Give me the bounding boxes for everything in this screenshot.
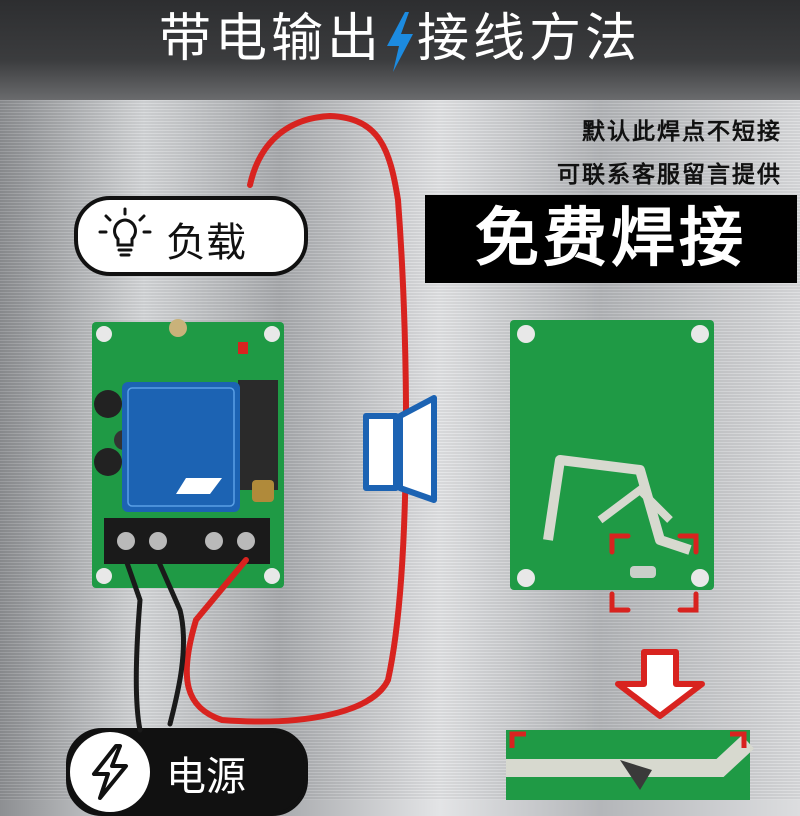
pcb-back-side xyxy=(510,320,714,590)
solder-point-highlight xyxy=(609,533,699,613)
solder-detail-zoom xyxy=(506,730,755,800)
terminal-block xyxy=(104,518,270,564)
lightbulb-icon xyxy=(98,207,152,257)
note-default-not-shorted: 默认此焊点不短接 xyxy=(582,119,782,145)
lightning-bolt-icon xyxy=(387,12,413,72)
free-welding-label: 免费焊接 xyxy=(475,202,747,276)
speaker-icon xyxy=(363,395,437,503)
relay-component xyxy=(122,382,240,512)
power-label: 电源 xyxy=(166,754,246,800)
load-label: 负载 xyxy=(166,220,246,266)
free-welding-banner: 免费焊接 xyxy=(425,195,797,283)
load-pill: 负载 xyxy=(74,196,308,276)
note-contact-service: 可联系客服留言提供 xyxy=(557,162,782,188)
page-title: 带电输出 接线方法 xyxy=(0,0,800,72)
wire-loop xyxy=(123,112,410,733)
power-pill: 电源 xyxy=(66,728,308,816)
power-icon-circle xyxy=(70,732,150,812)
title-left: 带电输出 xyxy=(158,9,383,69)
lightning-icon xyxy=(92,744,128,800)
title-right: 接线方法 xyxy=(417,9,642,69)
down-arrow-icon xyxy=(615,649,705,719)
